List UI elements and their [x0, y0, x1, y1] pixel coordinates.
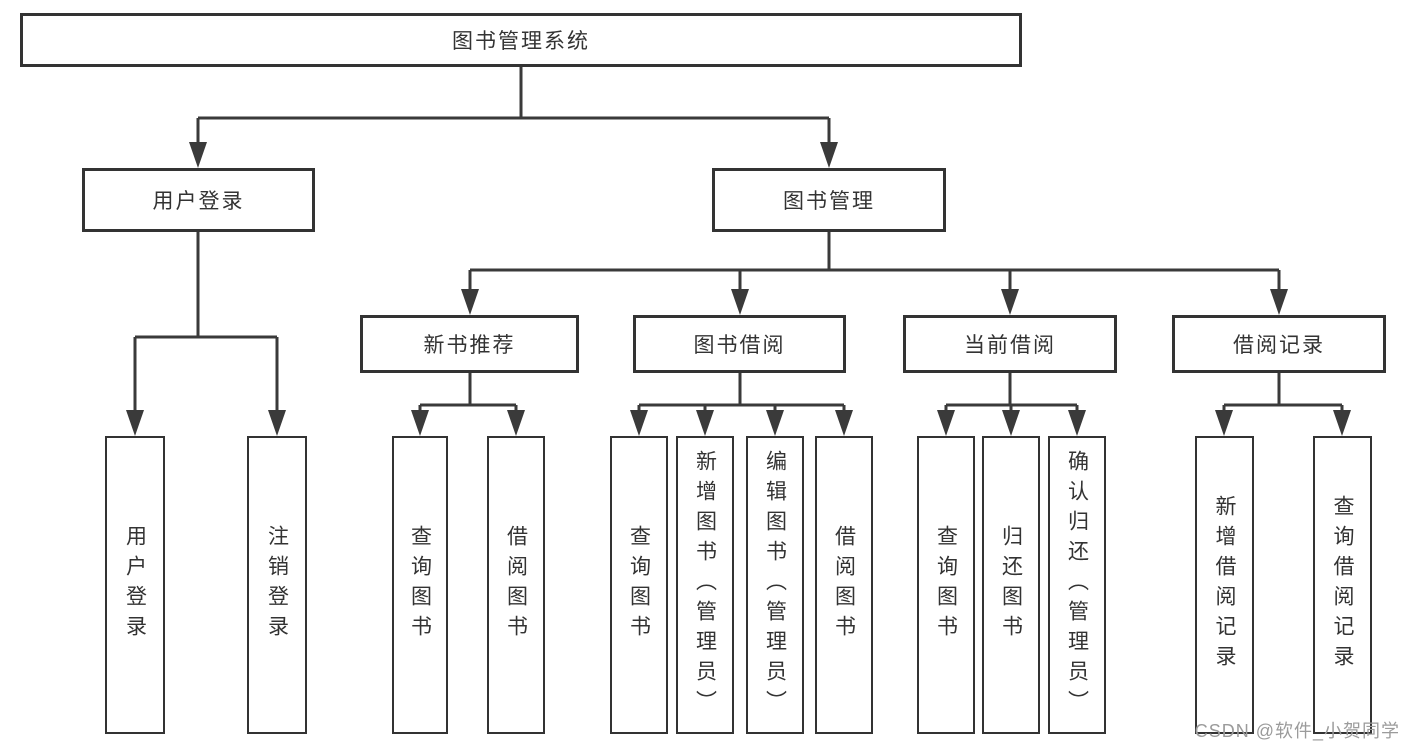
arrowhead [1215, 410, 1233, 436]
leaf-label: 确认归还（管理员） [1065, 450, 1089, 720]
leaf-edit-books-admin: 编辑图书（管理员） [746, 436, 804, 734]
node-root-label: 图书管理系统 [452, 30, 590, 53]
node-label: 图书借阅 [693, 334, 786, 357]
leaf-query-books-current: 查询图书 [917, 436, 975, 734]
leaf-add-borrow-record: 新增借阅记录 [1195, 436, 1254, 734]
arrowhead [1270, 289, 1288, 315]
node-label: 图书管理 [783, 190, 875, 213]
leaf-query-books-borrow: 查询图书 [610, 436, 668, 734]
leaf-label: 查询图书 [627, 525, 651, 645]
arrowhead [1068, 410, 1086, 436]
leaf-label: 归还图书 [999, 525, 1023, 645]
leaf-label: 注销登录 [265, 525, 289, 645]
leaf-label: 借阅图书 [504, 525, 528, 645]
arrowhead [937, 410, 955, 436]
watermark-text: CSDN @软件_小贺同学 [1194, 721, 1400, 741]
node-user-login: 用户登录 [82, 168, 315, 232]
arrowhead [411, 410, 429, 436]
leaf-label: 用户登录 [123, 525, 147, 645]
leaf-label: 新增图书（管理员） [693, 450, 717, 720]
node-label: 借阅记录 [1233, 334, 1325, 357]
connector-current-borrow-children [937, 373, 1086, 436]
arrowhead [126, 410, 144, 436]
node-borrowing-records: 借阅记录 [1172, 315, 1386, 373]
connector-borrow-records-children [1215, 373, 1351, 436]
connector-new-book-children [411, 373, 525, 436]
arrowhead [696, 410, 714, 436]
leaf-confirm-return-admin: 确认归还（管理员） [1048, 436, 1106, 734]
leaf-borrow-books: 借阅图书 [815, 436, 873, 734]
node-current-borrowing: 当前借阅 [903, 315, 1117, 373]
node-label: 用户登录 [152, 190, 245, 213]
arrowhead [820, 142, 838, 168]
arrowhead [1002, 410, 1020, 436]
leaf-add-books-admin: 新增图书（管理员） [676, 436, 734, 734]
leaf-logout: 注销登录 [247, 436, 307, 734]
leaf-label: 编辑图书（管理员） [763, 450, 787, 720]
arrowhead [766, 410, 784, 436]
arrowhead [835, 410, 853, 436]
arrowhead [189, 142, 207, 168]
arrowhead [507, 410, 525, 436]
node-new-book-recommend: 新书推荐 [360, 315, 579, 373]
arrowhead [1001, 289, 1019, 315]
leaf-return-books: 归还图书 [982, 436, 1040, 734]
node-book-management: 图书管理 [712, 168, 946, 232]
connector-root-to-level2 [189, 67, 838, 168]
leaf-query-borrow-record: 查询借阅记录 [1313, 436, 1372, 734]
connector-book-borrow-children [630, 373, 853, 436]
leaf-query-books-recommend: 查询图书 [392, 436, 448, 734]
connector-user-login-children [126, 232, 286, 436]
leaf-user-login: 用户登录 [105, 436, 165, 734]
arrowhead [268, 410, 286, 436]
node-root: 图书管理系统 [20, 13, 1022, 67]
leaf-label: 借阅图书 [832, 525, 856, 645]
leaf-label: 查询图书 [408, 525, 432, 645]
node-label: 新书推荐 [423, 334, 516, 357]
arrowhead [1333, 410, 1351, 436]
arrowhead [630, 410, 648, 436]
leaf-label: 新增借阅记录 [1213, 495, 1236, 675]
connector-book-management-children [461, 232, 1288, 315]
leaf-label: 查询借阅记录 [1331, 495, 1354, 675]
leaf-label: 查询图书 [934, 525, 958, 645]
arrowhead [731, 289, 749, 315]
leaf-borrow-books-recommend: 借阅图书 [487, 436, 545, 734]
arrowhead [461, 289, 479, 315]
node-label: 当前借阅 [964, 334, 1056, 357]
node-book-borrowing: 图书借阅 [633, 315, 846, 373]
